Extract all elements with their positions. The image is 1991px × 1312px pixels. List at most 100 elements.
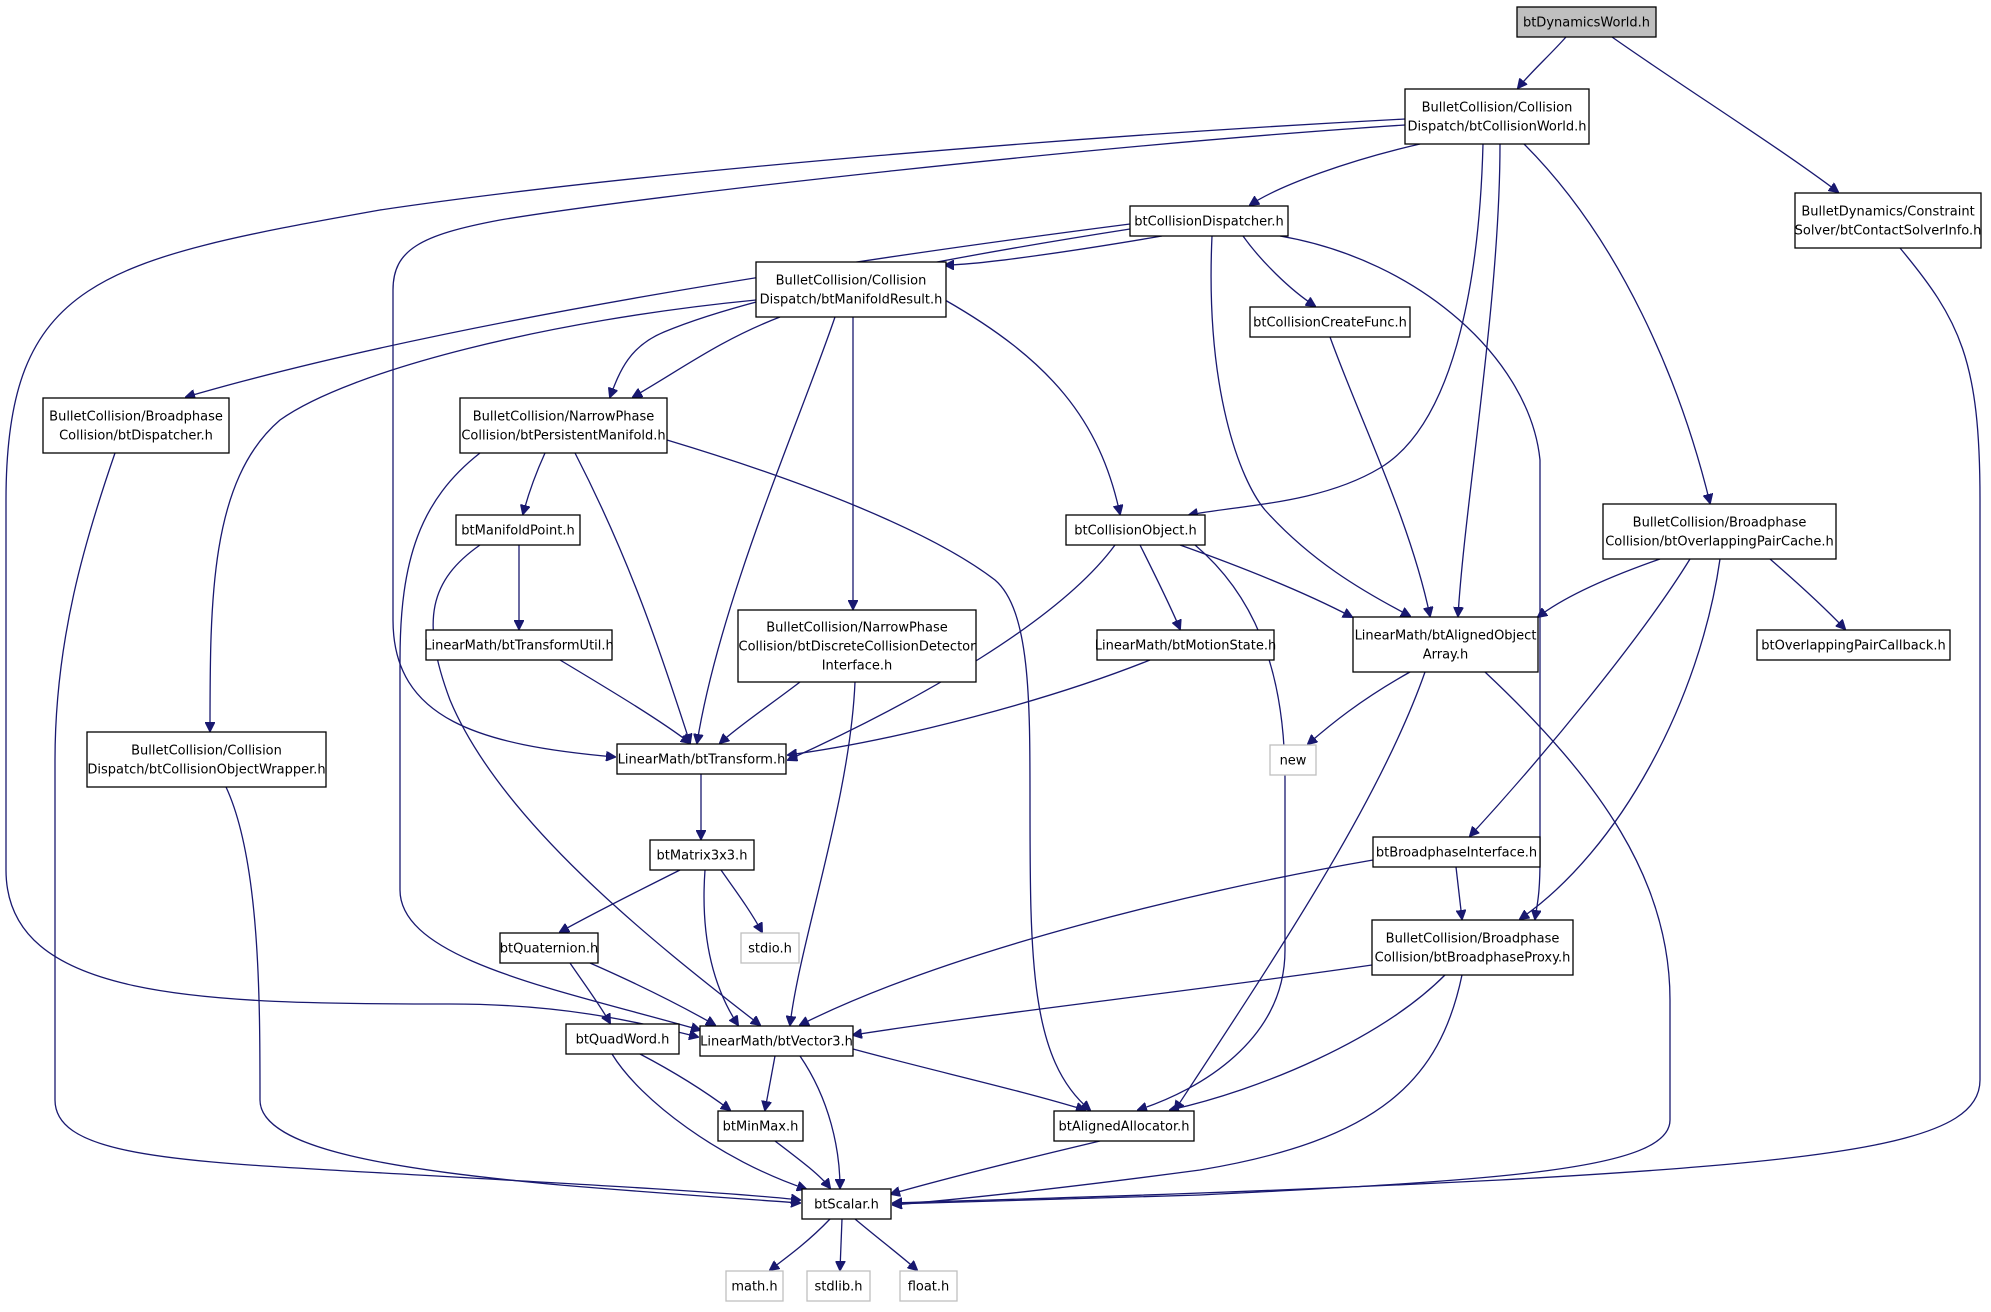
- edge-path: [225, 786, 800, 1203]
- node-box: [737, 609, 977, 683]
- node-opc[interactable]: BulletCollision/BroadphaseCollision/btOv…: [1602, 503, 1837, 560]
- edge-path: [720, 869, 762, 932]
- node-tu[interactable]: LinearMath/btTransformUtil.h: [424, 629, 614, 661]
- edge-path: [392, 124, 1406, 757]
- node-label: LinearMath/btVector3.h: [700, 1035, 853, 1050]
- node-qw[interactable]: btQuadWord.h: [565, 1023, 680, 1055]
- node-sc[interactable]: btScalar.h: [801, 1188, 892, 1220]
- node-box: [740, 932, 800, 964]
- node-box: [425, 629, 613, 661]
- node-v3[interactable]: LinearMath/btVector3.h: [699, 1025, 854, 1057]
- node-label: btQuaternion.h: [500, 942, 598, 957]
- edge-sc-to-math: [770, 1218, 831, 1270]
- node-box: [565, 1023, 680, 1055]
- edge-co-to-aoa: [1179, 544, 1352, 617]
- edge-pm-to-v3: [399, 452, 700, 1030]
- node-mm[interactable]: btMinMax.h: [717, 1110, 804, 1142]
- node-m3[interactable]: btMatrix3x3.h: [649, 839, 755, 871]
- node-box: [725, 1270, 784, 1302]
- node-new[interactable]: new: [1269, 744, 1317, 776]
- edge-mr-to-pm: [633, 316, 781, 397]
- edge-path: [633, 316, 781, 397]
- node-box: [649, 839, 755, 871]
- edge-m3-to-q: [560, 869, 681, 932]
- node-bd[interactable]: BulletCollision/BroadphaseCollision/btDi…: [42, 397, 230, 454]
- node-math[interactable]: math.h: [725, 1270, 784, 1302]
- node-opcb[interactable]: btOverlappingPairCallback.h: [1756, 629, 1951, 661]
- node-q[interactable]: btQuaternion.h: [499, 932, 599, 964]
- node-label: btBroadphaseInterface.h: [1376, 846, 1537, 861]
- edge-path: [5, 118, 1406, 1037]
- node-box: [1602, 503, 1837, 560]
- node-label: math.h: [731, 1280, 777, 1295]
- edge-pm-to-mp: [523, 452, 546, 514]
- edge-path: [944, 299, 1120, 514]
- edge-path: [559, 659, 690, 743]
- node-label: btDynamicsWorld.h: [1523, 16, 1650, 31]
- node-cd[interactable]: btCollisionDispatcher.h: [1129, 205, 1289, 237]
- edge-opc-to-bi: [1470, 558, 1691, 836]
- edge-cw-to-tr: [392, 124, 1406, 757]
- node-bp[interactable]: BulletCollision/BroadphaseCollision/btBr…: [1371, 919, 1574, 976]
- edge-cd-to-aoa: [1210, 235, 1410, 616]
- edge-v3-to-aa: [852, 1048, 1085, 1110]
- edge-path: [666, 439, 1090, 1110]
- edge-path: [703, 869, 738, 1025]
- node-co[interactable]: btCollisionObject.h: [1065, 514, 1206, 546]
- node-tr[interactable]: LinearMath/btTransform.h: [616, 743, 787, 775]
- edge-v3-to-sc: [799, 1055, 840, 1188]
- edge-bd-to-sc: [54, 452, 800, 1200]
- node-float[interactable]: float.h: [899, 1270, 958, 1302]
- node-label: LinearMath/btAlignedObject: [1355, 629, 1537, 644]
- edge-root-to-csi: [1611, 36, 1838, 192]
- node-cw[interactable]: BulletCollision/CollisionDispatch/btColl…: [1404, 88, 1590, 145]
- node-box: [806, 1270, 871, 1302]
- node-ms[interactable]: LinearMath/btMotionState.h: [1095, 629, 1277, 661]
- edge-sc-to-stdlib: [840, 1218, 842, 1270]
- node-box: [1756, 629, 1951, 661]
- node-dcdi[interactable]: BulletCollision/NarrowPhaseCollision/btD…: [737, 609, 977, 683]
- node-label: btCollisionCreateFunc.h: [1253, 316, 1407, 331]
- node-box: [1129, 205, 1289, 237]
- node-label: BulletDynamics/Constraint: [1801, 205, 1974, 220]
- node-mp[interactable]: btManifoldPoint.h: [455, 514, 581, 546]
- node-root[interactable]: btDynamicsWorld.h: [1516, 6, 1657, 38]
- edge-csi-to-sc: [893, 247, 1981, 1203]
- edge-bi-to-v3: [800, 859, 1374, 1025]
- node-label: BulletCollision/Collision: [776, 274, 927, 289]
- node-pm[interactable]: BulletCollision/NarrowPhaseCollision/btP…: [459, 397, 668, 454]
- edge-path: [186, 223, 1131, 397]
- node-label: BulletCollision/NarrowPhase: [473, 410, 655, 425]
- edge-aa-to-sc: [891, 1140, 1101, 1194]
- node-csi[interactable]: BulletDynamics/ConstraintSolver/btContac…: [1794, 192, 1982, 249]
- node-stdio[interactable]: stdio.h: [740, 932, 800, 964]
- edge-path: [1458, 143, 1501, 616]
- node-label: Collision/btBroadphaseProxy.h: [1375, 951, 1571, 966]
- edge-path: [54, 452, 800, 1200]
- node-mr[interactable]: BulletCollision/CollisionDispatch/btMani…: [755, 261, 947, 318]
- node-box: [801, 1188, 892, 1220]
- node-label: LinearMath/btTransformUtil.h: [424, 639, 614, 654]
- edge-aoa-to-new: [1308, 671, 1411, 744]
- edge-path: [1189, 143, 1484, 515]
- edge-cw-to-co: [1189, 143, 1484, 515]
- node-box: [699, 1025, 854, 1057]
- edge-path: [574, 452, 690, 743]
- edge-co-to-aa: [1138, 544, 1286, 1110]
- node-box: [1794, 192, 1982, 249]
- node-box: [1096, 629, 1275, 661]
- node-bi[interactable]: btBroadphaseInterface.h: [1372, 836, 1541, 868]
- edge-q-to-v3: [589, 962, 715, 1025]
- node-label: Collision/btDispatcher.h: [59, 429, 213, 444]
- node-stdlib[interactable]: stdlib.h: [806, 1270, 871, 1302]
- edge-mr-to-tr: [697, 316, 836, 743]
- node-cow[interactable]: BulletCollision/CollisionDispatch/btColl…: [86, 731, 327, 788]
- edge-sc-to-float: [854, 1218, 917, 1270]
- edge-cd-to-bp: [1279, 235, 1540, 919]
- node-box: [717, 1110, 804, 1142]
- edge-path: [1538, 558, 1661, 617]
- node-ccf[interactable]: btCollisionCreateFunc.h: [1249, 306, 1411, 338]
- node-aa[interactable]: btAlignedAllocator.h: [1053, 1110, 1195, 1142]
- node-label: BulletCollision/Collision: [131, 744, 282, 759]
